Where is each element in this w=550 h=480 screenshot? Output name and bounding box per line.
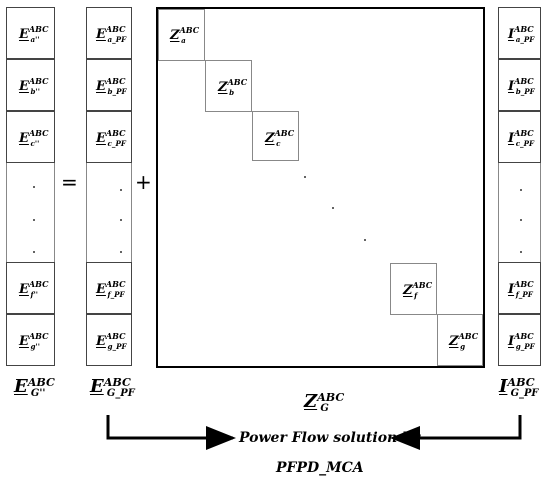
e-g-cell-b: [6, 59, 55, 111]
e-pf-cell-f: [86, 262, 132, 314]
e-g-c-label: EABCc'': [19, 128, 49, 148]
z-cell-c: [252, 111, 299, 161]
e-pf-ellipsis-dot-2: [120, 219, 122, 221]
i-pf-f-label: IABCf_PF: [508, 279, 534, 299]
e-g-cell-a: [6, 7, 55, 59]
z-diagonal-dot-1: [304, 176, 306, 178]
e-g-f-label: EABCf'': [19, 279, 49, 299]
z-cell-a: [158, 9, 205, 61]
e-pf-cell-b: [86, 59, 132, 111]
i-pf-a-label: IABCa_PF: [508, 24, 535, 44]
e-pf-cell-a: [86, 7, 132, 59]
i-pf-cell-g: [498, 314, 541, 366]
e-pf-ellipsis-dot-3: [120, 251, 122, 253]
e-pf-f-label: EABCf_PF: [96, 279, 126, 299]
e-pf-ellipsis-dot-1: [120, 189, 122, 191]
e-g-cell-f: [6, 262, 55, 314]
z-matrix-label: ZABCG: [304, 391, 345, 414]
i-pf-g-label: IABCg_PF: [508, 331, 535, 351]
z-cell-g: [437, 314, 483, 366]
e-g-b-label: EABCb'': [19, 76, 49, 96]
left-bracket-arrow: [106, 415, 236, 450]
e-pf-g-label: EABCg_PF: [96, 331, 127, 351]
i-pf-c-label: IABCc_PF: [508, 128, 535, 148]
i-pf-ellipsis-dot-1: [520, 189, 522, 191]
z-g-label: ZABCg: [449, 331, 479, 351]
i-pf-ellipsis-dot-3: [520, 251, 522, 253]
e-g-cell-c: [6, 111, 55, 163]
caption-line-2: PFPD_MCA: [276, 460, 364, 476]
i-pf-ellipsis-dot-2: [520, 219, 522, 221]
equals-sign: =: [61, 170, 78, 194]
z-f-label: ZABCf: [403, 280, 433, 300]
z-cell-b: [205, 60, 252, 112]
caption-line-1: Power Flow solution by: [239, 430, 421, 446]
e-g-g-label: EABCg'': [19, 331, 49, 351]
e-pf-column-label: EABCG_PF: [90, 376, 135, 399]
e-g-ellipsis-dot-2: [33, 219, 35, 221]
e-g-ellipsis-dot-1: [33, 186, 35, 188]
z-diagonal-dot-3: [364, 239, 366, 241]
e-pf-b-label: EABCb_PF: [96, 76, 127, 96]
z-c-label: ZABCc: [265, 128, 295, 148]
z-a-label: ZABCa: [170, 25, 200, 45]
e-g-a-label: EABCa'': [19, 24, 49, 44]
e-g-cell-g: [6, 314, 55, 366]
e-g-column-label: EABCG'': [14, 376, 55, 399]
i-pf-cell-a: [498, 7, 541, 59]
i-pf-cell-b: [498, 59, 541, 111]
e-pf-cell-g: [86, 314, 132, 366]
z-diagonal-dot-2: [332, 207, 334, 209]
e-pf-c-label: EABCc_PF: [96, 128, 126, 148]
i-pf-cell-f: [498, 262, 541, 314]
e-pf-cell-c: [86, 111, 132, 163]
i-pf-column-label: IABCG_PF: [499, 376, 539, 399]
z-cell-f: [390, 263, 437, 315]
e-g-ellipsis-dot-3: [33, 251, 35, 253]
z-b-label: ZABCb: [218, 77, 248, 97]
plus-sign: +: [135, 170, 152, 194]
i-pf-cell-c: [498, 111, 541, 163]
e-pf-a-label: EABCa_PF: [96, 24, 127, 44]
z-matrix-frame: [156, 7, 485, 368]
i-pf-b-label: IABCb_PF: [508, 76, 535, 96]
